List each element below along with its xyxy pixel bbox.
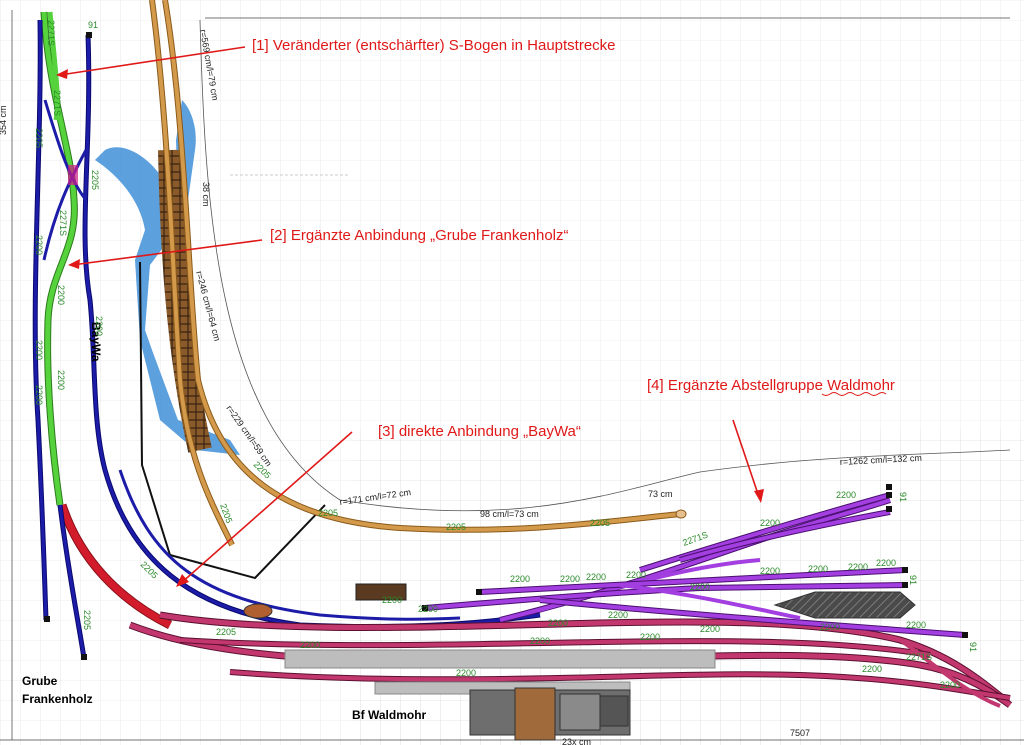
svg-text:2200: 2200 (530, 636, 550, 646)
dim-bottom-cm: 23x cm (562, 737, 591, 745)
svg-text:2200: 2200 (690, 582, 710, 592)
svg-text:2200: 2200 (700, 624, 720, 634)
svg-text:91: 91 (968, 642, 978, 652)
annotation-arrows (56, 46, 764, 587)
station-building (469, 687, 631, 741)
svg-text:2200: 2200 (586, 572, 606, 582)
svg-text:2200: 2200 (456, 668, 476, 678)
svg-text:2200: 2200 (848, 562, 868, 572)
svg-text:2200: 2200 (808, 564, 828, 574)
dim-38: 38 cm (201, 182, 211, 207)
svg-text:2200: 2200 (820, 622, 840, 632)
vehicle (243, 603, 273, 619)
annotation-4: [4] Ergänzte Abstellgruppe Waldmohr (647, 377, 895, 394)
dim-73: 73 cm (648, 489, 673, 499)
annotation-2: [2] Ergänzte Anbindung „Grube Frankenhol… (270, 227, 569, 244)
svg-text:2200: 2200 (836, 490, 856, 500)
goods-wagon (355, 583, 407, 601)
svg-text:91: 91 (898, 492, 908, 502)
svg-text:2200: 2200 (608, 610, 628, 620)
svg-text:2205: 2205 (90, 170, 100, 190)
svg-text:2200: 2200 (940, 680, 960, 690)
svg-text:2205: 2205 (216, 627, 236, 637)
annotation-1: [1] Veränderter (entschärfter) S-Bogen i… (252, 37, 616, 54)
svg-text:2200: 2200 (640, 632, 660, 642)
svg-text:2200: 2200 (382, 595, 402, 605)
annotation-3: [3] direkte Anbindung „BayWa“ (378, 423, 581, 440)
svg-text:2200: 2200 (626, 570, 646, 580)
svg-text:2271S: 2271S (46, 20, 56, 46)
svg-text:2200: 2200 (56, 285, 66, 305)
dim-r1262: r=1262 cm/l=132 cm (840, 453, 922, 467)
svg-text:2200: 2200 (56, 370, 66, 390)
svg-text:2205: 2205 (318, 508, 338, 518)
loading-ramp (773, 591, 916, 619)
svg-text:2200: 2200 (94, 316, 104, 336)
svg-text:2205: 2205 (82, 610, 92, 630)
svg-text:2200: 2200 (34, 385, 44, 405)
svg-text:91: 91 (908, 575, 918, 585)
dim-7507: 7507 (790, 728, 810, 738)
frankenholz-link (40, 11, 78, 506)
svg-text:2200: 2200 (560, 574, 580, 584)
spellcheck-underline (821, 392, 887, 396)
svg-text:91: 91 (88, 20, 98, 30)
hill-line-tracks (149, 0, 687, 547)
svg-text:2271S: 2271S (906, 652, 932, 662)
svg-text:2200: 2200 (418, 604, 438, 614)
svg-text:2200: 2200 (760, 518, 780, 528)
label-baywa: BayWa (89, 322, 103, 362)
svg-text:2200: 2200 (862, 664, 882, 674)
svg-text:2200: 2200 (34, 235, 44, 255)
label-bf-waldmohr: Bf Waldmohr (352, 708, 427, 722)
dim-98: 98 cm/l=73 cm (480, 509, 539, 519)
water-area (95, 147, 240, 455)
svg-text:2271S: 2271S (52, 90, 62, 116)
label-grube: Grube (22, 674, 58, 688)
svg-text:2205: 2205 (590, 518, 610, 528)
track-codes: 2205 2200 2200 2205 2200 2200 2200 2205 … (34, 20, 978, 690)
svg-text:2200: 2200 (548, 618, 568, 628)
svg-text:2200: 2200 (34, 340, 44, 360)
svg-text:2271S: 2271S (58, 210, 68, 236)
label-frankenholz: Frankenholz (22, 692, 93, 706)
svg-text:2200: 2200 (906, 620, 926, 630)
platform (284, 649, 716, 669)
svg-text:2205: 2205 (446, 522, 466, 532)
svg-text:2200: 2200 (760, 566, 780, 576)
svg-text:2200: 2200 (300, 640, 320, 650)
svg-text:2200: 2200 (510, 574, 530, 584)
svg-text:2200: 2200 (876, 558, 896, 568)
dim-left: 354 cm (0, 105, 8, 135)
svg-text:2205: 2205 (34, 128, 44, 148)
yard-tracks (422, 484, 968, 638)
